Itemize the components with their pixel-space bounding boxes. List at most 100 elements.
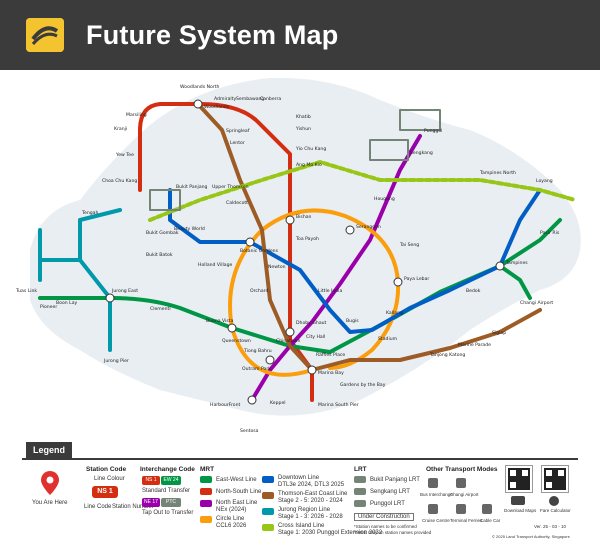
station-label: Tengah	[81, 210, 98, 216]
interchange-harbourfront[interactable]	[247, 395, 257, 405]
lta-logo-icon-svg	[26, 18, 64, 52]
copyright-label: © 2025 Land Transport Authority, Singapo…	[492, 534, 570, 539]
station-label: Bishan	[296, 214, 312, 220]
station-label: Sembawang	[236, 96, 264, 102]
ferry-terminal-label: Terminal Ferries	[450, 518, 483, 523]
system-map-svg[interactable]: Woodlands North Woodlands Admiralty Semb…	[0, 70, 600, 440]
fare-calculator-label[interactable]: Fare Calculator	[540, 508, 571, 513]
station-label: Woodlands North	[180, 84, 220, 90]
other-transport-heading: Other Transport Modes	[426, 466, 498, 473]
punggol-lrt[interactable]	[399, 109, 441, 131]
station-label: Bukit Gombak	[146, 230, 179, 236]
download-maps-label[interactable]: Download Maps	[504, 508, 537, 513]
interchange-buona-vista[interactable]	[227, 323, 237, 333]
station-label: Lentor	[230, 140, 245, 146]
island-landmass	[30, 77, 581, 416]
station-label: Tampines	[505, 260, 528, 266]
station-label: Punggol	[424, 128, 442, 134]
legend-tab[interactable]: Legend	[26, 442, 72, 458]
ne-note: NEx (2024)	[216, 507, 247, 513]
interchange-serangoon[interactable]	[345, 225, 355, 235]
interchange-outram-park[interactable]	[265, 355, 275, 365]
system-map[interactable]: Woodlands North Woodlands Admiralty Semb…	[0, 70, 600, 440]
jr-label: Jurong Region Line	[278, 507, 331, 513]
station-label: Kranji	[114, 126, 127, 132]
interchange-paya-lebar[interactable]	[393, 277, 403, 287]
station-label: Kallang	[386, 310, 403, 316]
station-label: Tai Seng	[399, 242, 419, 248]
sengkang-lrt[interactable]	[369, 139, 409, 161]
interchange-dhoby-ghaut[interactable]	[285, 327, 295, 337]
station-label: Raffles Place	[316, 352, 345, 358]
station-label: Yio Chu Kang	[295, 146, 326, 152]
ew-label: East-West Line	[216, 477, 257, 483]
under-construction-label: Under Construction	[354, 513, 414, 521]
interchange-badge-lrt: PTC	[161, 498, 181, 507]
footnote-2: **NSE Only on station names provided	[354, 530, 432, 535]
cross-island-line[interactable]	[148, 160, 577, 222]
station-label: Siglap	[492, 330, 506, 336]
cruise-ship-icon	[428, 504, 438, 514]
cable-car-icon	[482, 504, 492, 514]
station-label: Buona Vista	[206, 318, 234, 324]
ns-label: North-South Line	[216, 489, 262, 495]
station-number-label: Station Number	[112, 504, 154, 510]
bus-interchange-icon	[428, 478, 438, 488]
interchange-woodlands[interactable]	[193, 99, 203, 109]
station-label: Yishun	[295, 126, 311, 132]
cc-swatch	[200, 516, 212, 523]
station-label: Clementi	[150, 306, 171, 312]
bp-swatch	[354, 476, 366, 483]
interchange-jurong-east[interactable]	[105, 293, 115, 303]
station-label: HarbourFront	[210, 402, 241, 408]
cr-label: Cross Island Line	[278, 523, 325, 529]
line-code-label: Line Code	[84, 504, 112, 510]
ferry-icon	[456, 504, 466, 514]
bp-label: Bukit Panjang LRT	[370, 477, 420, 483]
ns-swatch	[200, 488, 212, 495]
you-are-here-label: You Are Here	[32, 500, 68, 506]
station-code-heading: Station Code	[86, 466, 127, 473]
thomson-east-coast-line[interactable]	[196, 102, 542, 372]
you-are-here-icon	[41, 471, 59, 495]
interchange-tampines[interactable]	[495, 261, 505, 271]
download-maps-icon[interactable]	[511, 496, 525, 505]
cc-label: Circle Line	[216, 516, 245, 522]
station-label: Tiong Bahru	[243, 348, 272, 354]
station-label: Bedok	[466, 288, 481, 294]
fare-calculator-icon[interactable]	[549, 496, 559, 506]
station-label: Khatib	[296, 114, 311, 120]
jurong-region-line[interactable]	[38, 208, 122, 352]
download-maps-qr-icon[interactable]	[505, 465, 533, 493]
interchange-bishan[interactable]	[285, 215, 295, 225]
interchange-marina-bay[interactable]	[307, 365, 317, 375]
airplane-icon	[456, 478, 466, 488]
interchange-badge-ew: EW 24	[161, 476, 181, 485]
interchange-botanic-gardens[interactable]	[245, 237, 255, 247]
station-label: Caldecott	[226, 200, 248, 206]
cruise-centre-label: Cruise Centre	[422, 518, 450, 523]
footnote: *Station names to be confirmed	[354, 524, 417, 529]
fare-calculator-qr-icon[interactable]	[541, 465, 569, 493]
station-label: Tuas Link	[15, 288, 37, 294]
station-label: Loyang	[536, 178, 553, 184]
changi-airport-mode-label: Changi Airport	[450, 492, 479, 497]
pg-swatch	[354, 500, 366, 507]
east-west-changi-branch[interactable]	[498, 264, 532, 300]
header-bar: Future System Map	[0, 0, 600, 70]
cable-car-label: Cable Car	[480, 518, 501, 523]
bukit-panjang-lrt[interactable]	[149, 189, 181, 211]
dt-label: Downtown Line	[278, 475, 320, 481]
station-label: Holland Village	[198, 262, 233, 268]
station-label: Bukit Panjang	[176, 184, 208, 190]
lrt-heading: LRT	[354, 466, 367, 473]
page-title: Future System Map	[86, 20, 339, 50]
te-note: Stage 2 - 5: 2020 - 2024	[278, 498, 343, 504]
station-label: Marsiling	[126, 112, 147, 118]
cr-note: Stage 1: 2030 Punggol Extension 2032	[278, 530, 383, 536]
line-colour-label: Line Colour	[94, 476, 125, 482]
station-label: City Hall	[306, 334, 325, 340]
mrt-heading: MRT	[200, 466, 215, 473]
station-label: Pasir Ris	[540, 230, 560, 236]
station-label: Springleaf	[226, 128, 250, 134]
